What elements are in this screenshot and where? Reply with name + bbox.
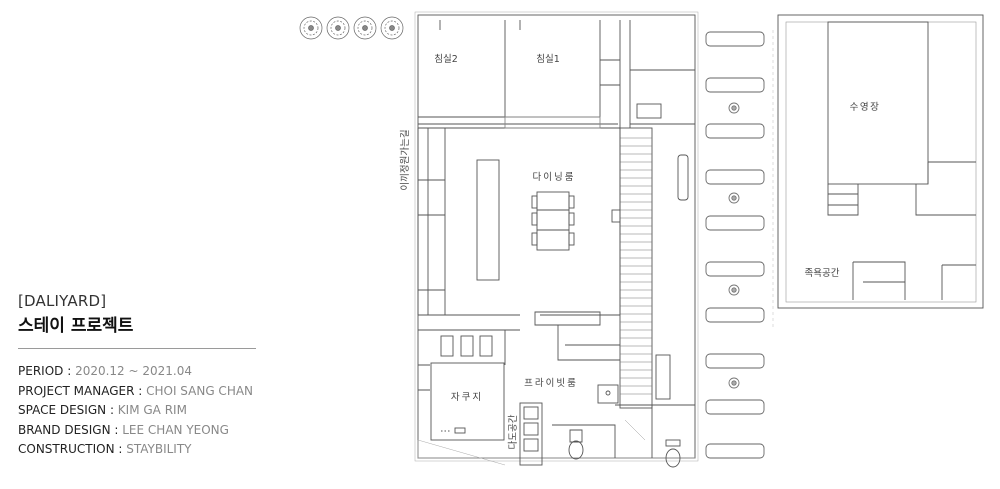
room-label-jacuzzi: 자쿠지: [451, 392, 483, 403]
room-label-tea: 다도공간: [508, 414, 519, 449]
credits-list: PERIOD : 2020.12 ~ 2021.04 PROJECT MANAG…: [18, 362, 258, 460]
stair-treads: [620, 137, 652, 395]
room-label-pool: 수영장: [850, 102, 881, 113]
room-label-bedroom2: 침실2: [434, 54, 458, 65]
credit-space-design: SPACE DESIGN : KIM GA RIM: [18, 403, 187, 418]
credit-brand-design: BRAND DESIGN : LEE CHAN YEONG: [18, 422, 229, 437]
tree-icons: [299, 16, 404, 40]
project-title: 스테이 프로젝트: [18, 316, 134, 336]
room-label-dining: 다이닝룸: [533, 172, 576, 183]
tree-icon: [380, 16, 404, 40]
main-house: [414, 11, 699, 468]
room-label-bedroom1: 침실1: [536, 54, 560, 65]
tree-icon: [326, 16, 350, 40]
credit-period: PERIOD : 2020.12 ~ 2021.04: [18, 364, 192, 378]
tree-icon: [353, 16, 377, 40]
room-label-private: 프라이빗룸: [524, 378, 578, 389]
tree-icon: [299, 16, 323, 40]
brand-name: [DALIYARD]: [18, 292, 107, 310]
project-info: [DALIYARD] 스테이 프로젝트 PERIOD : 2020.12 ~ 2…: [18, 292, 258, 460]
street-label: 이끼정원가는길: [399, 129, 411, 190]
divider: [18, 348, 256, 349]
credit-construction: CONSTRUCTION : STAYBILITY: [18, 442, 192, 457]
pool-building: [777, 14, 984, 309]
deck-planks: [705, 31, 765, 459]
deck-lights: [728, 102, 740, 389]
room-label-footbath: 족욕공간: [805, 268, 840, 279]
credit-project-manager: PROJECT MANAGER : CHOI SANG CHAN: [18, 383, 254, 398]
